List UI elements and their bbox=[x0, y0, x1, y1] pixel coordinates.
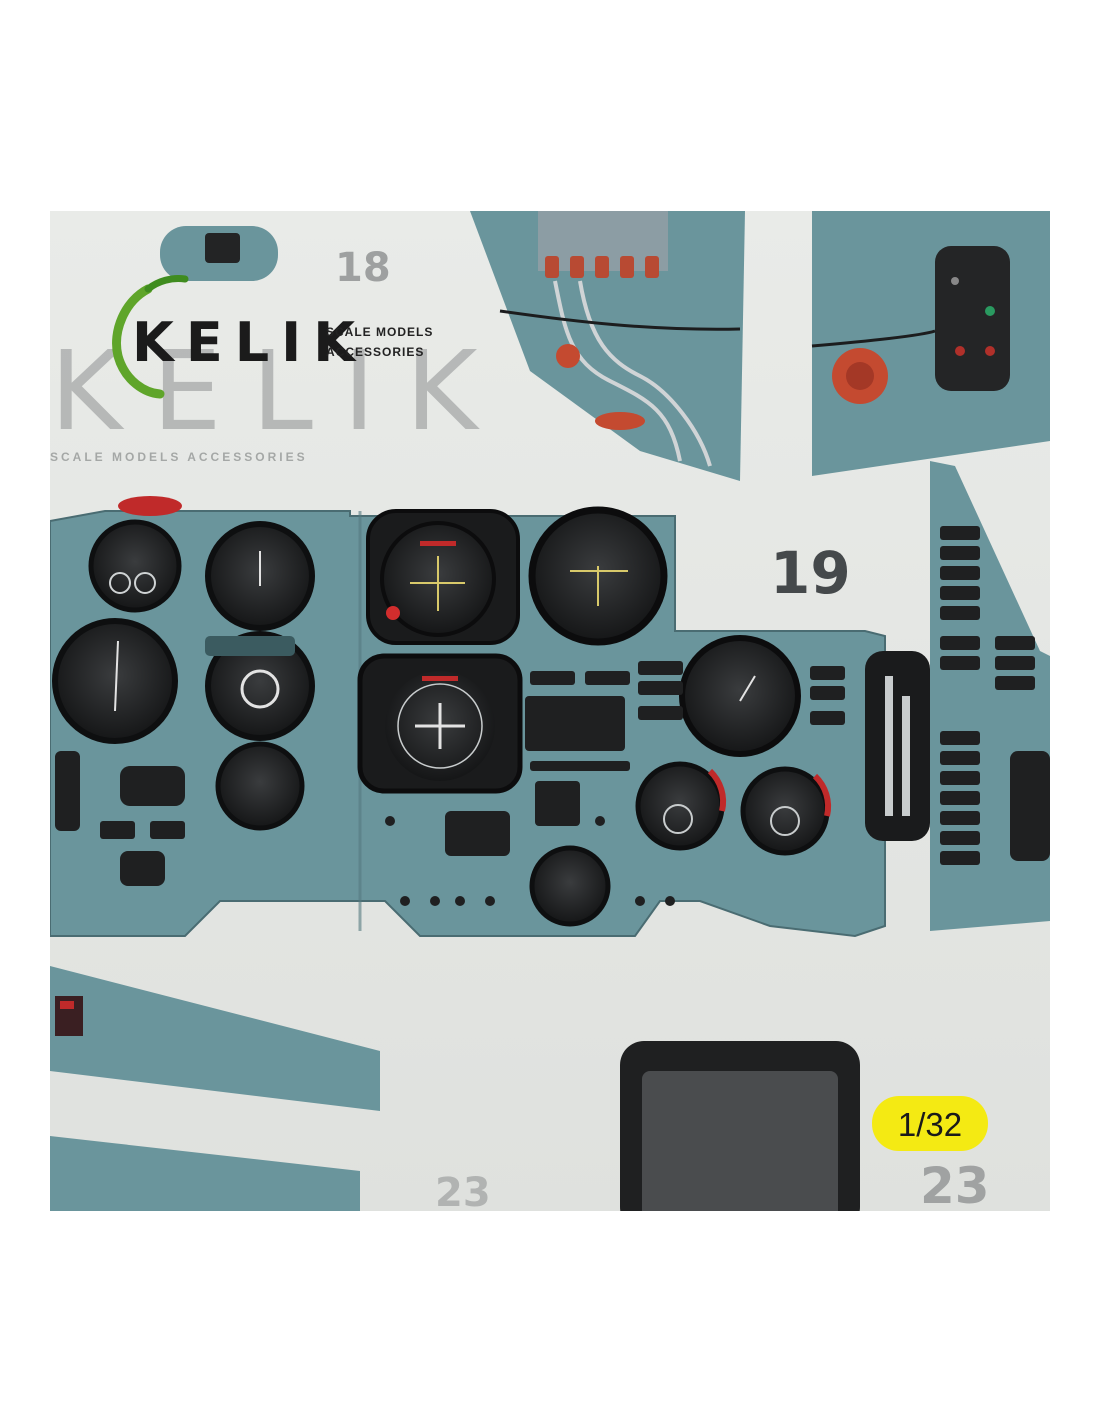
red-indicator bbox=[118, 496, 182, 516]
logo-tagline-line1: SCALE MODELS bbox=[326, 325, 433, 339]
gauge-horizon bbox=[528, 506, 668, 646]
product-photo: KELIK SCALE MODELS ACCESSORIES 18 bbox=[50, 211, 1050, 1211]
gauge bbox=[52, 618, 178, 744]
decal-part-side-panel-left bbox=[470, 211, 745, 481]
logo-wordmark: KELIK bbox=[132, 311, 367, 374]
decal-part-side-panel-right bbox=[811, 211, 1050, 476]
logo-tagline-line2: ACCESSORIES bbox=[326, 345, 424, 359]
part-number-19: 19 bbox=[770, 539, 851, 607]
gauge-attitude bbox=[366, 509, 520, 645]
decal-part-instrument-panel bbox=[50, 496, 930, 938]
decal-part-bottom-left: 23 bbox=[50, 966, 491, 1211]
part-number-18: 18 bbox=[335, 245, 391, 291]
gauge bbox=[205, 521, 315, 631]
decal-part-switch-strip bbox=[930, 461, 1050, 931]
gauge bbox=[215, 741, 305, 831]
background-brand-text: KELIK bbox=[50, 327, 508, 455]
scale-label: 1/32 bbox=[898, 1106, 962, 1143]
gauge bbox=[635, 761, 727, 851]
decal-part-bottom-display: 23 bbox=[620, 1041, 990, 1211]
switch-cluster bbox=[55, 636, 845, 886]
background-print: KELIK SCALE MODELS ACCESSORIES bbox=[50, 327, 508, 464]
svg-text:23: 23 bbox=[435, 1170, 491, 1211]
rivets bbox=[385, 816, 675, 906]
part-number-23: 23 bbox=[920, 1157, 990, 1211]
gauge bbox=[740, 766, 832, 856]
gauge bbox=[679, 635, 801, 757]
logo-swoosh-icon bbox=[112, 284, 165, 399]
decal-part-small-top: 18 bbox=[160, 226, 391, 291]
gauge bbox=[529, 845, 611, 927]
gauge bbox=[205, 631, 315, 741]
gauge-compass bbox=[357, 653, 523, 794]
gauge bbox=[88, 519, 182, 613]
gauge-vertical bbox=[865, 651, 930, 841]
background-tagline: SCALE MODELS ACCESSORIES bbox=[50, 450, 308, 464]
scale-badge: 1/32 bbox=[872, 1096, 988, 1151]
kelik-logo: KELIK SCALE MODELS ACCESSORIES bbox=[112, 275, 433, 399]
